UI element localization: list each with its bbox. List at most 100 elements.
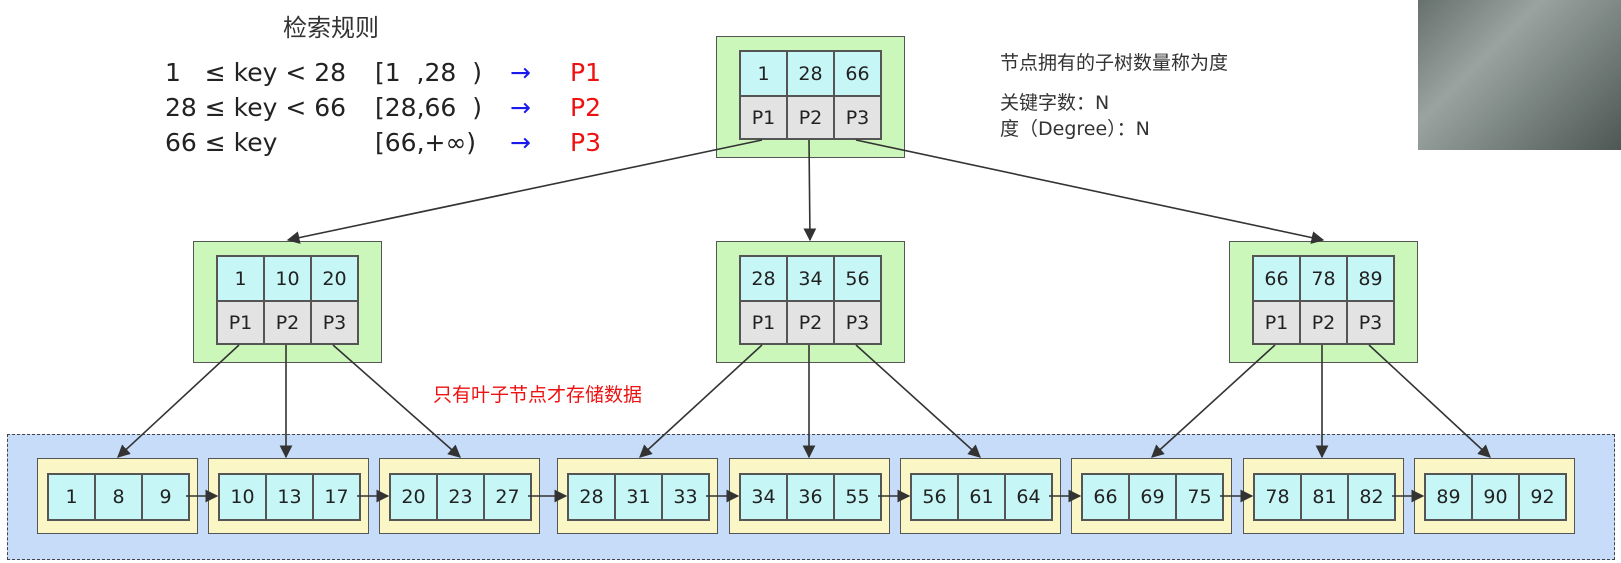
right-arrow-icon: → <box>510 128 531 157</box>
root-edge-arrow <box>855 139 1325 244</box>
leaf-value-cell: 1 <box>48 474 95 520</box>
leaf-value-cell: 90 <box>1472 474 1519 520</box>
rule-expr: 28 ≤ key < 66 <box>165 93 347 122</box>
leaf-value-cell: 69 <box>1129 474 1176 520</box>
pointer-cell: P2 <box>1300 301 1347 344</box>
leaf-value-cell: 10 <box>219 474 266 520</box>
leaf-value-cell: 23 <box>437 474 484 520</box>
leaf-value-cell: 8 <box>95 474 142 520</box>
key-cell: 28 <box>740 256 787 301</box>
key-cell: 66 <box>1253 256 1300 301</box>
leaf-value-cell: 27 <box>484 474 531 520</box>
child-edge-arrow <box>332 344 461 458</box>
leaf-value-cell: 78 <box>1254 474 1301 520</box>
leaf-value-cell: 92 <box>1519 474 1566 520</box>
rule-expr: 66 ≤ key <box>165 128 278 157</box>
key-cell: 89 <box>1347 256 1394 301</box>
pointer-cell: P1 <box>740 96 787 139</box>
rule-range: [28,66 ) <box>375 93 482 122</box>
pointer-cell: P2 <box>787 96 834 139</box>
leaf-value-cell: 28 <box>568 474 615 520</box>
leaf-value-cell: 75 <box>1176 474 1223 520</box>
pointer-cell: P3 <box>311 301 358 344</box>
right-arrow-icon: → <box>510 58 531 87</box>
rule-pointer: P1 <box>570 58 601 87</box>
leaf-value-cell: 66 <box>1082 474 1129 520</box>
child-edge-arrow <box>855 344 981 458</box>
leaf-value-cell: 55 <box>834 474 881 520</box>
child-edge-arrow <box>639 344 763 458</box>
leaf-value-cell: 81 <box>1301 474 1348 520</box>
pointer-cell: P3 <box>834 96 881 139</box>
rule-range: [66,+∞) <box>375 128 477 157</box>
degree-definition: 节点拥有的子树数量称为度 <box>1000 52 1229 74</box>
leaf-value-cell: 31 <box>615 474 662 520</box>
leaf-value-cell: 36 <box>787 474 834 520</box>
leaf-value-cell: 34 <box>740 474 787 520</box>
key-cell: 1 <box>217 256 264 301</box>
root-edge-arrow <box>286 139 763 244</box>
leaf-value-cell: 61 <box>958 474 1005 520</box>
key-count-note: 关键字数：N <box>1000 92 1110 114</box>
rules-title: 检索规则 <box>283 14 379 42</box>
key-cell: 1 <box>740 51 787 96</box>
leaf-value-cell: 9 <box>142 474 189 520</box>
root-edge-arrow <box>803 139 817 242</box>
key-cell: 10 <box>264 256 311 301</box>
rule-pointer: P2 <box>570 93 601 122</box>
rule-pointer: P3 <box>570 128 601 157</box>
child-edge-arrow <box>1151 344 1276 458</box>
key-cell: 78 <box>1300 256 1347 301</box>
rule-expr: 1 ≤ key < 28 <box>165 58 347 87</box>
rule-range: [1 ,28 ) <box>375 58 482 87</box>
pointer-cell: P3 <box>834 301 881 344</box>
leaf-value-cell: 33 <box>662 474 709 520</box>
pointer-cell: P3 <box>1347 301 1394 344</box>
leaf-value-cell: 17 <box>313 474 360 520</box>
degree-note: 度（Degree）：N <box>1000 118 1150 140</box>
leaf-value-cell: 89 <box>1425 474 1472 520</box>
pointer-cell: P1 <box>217 301 264 344</box>
child-edge-arrow <box>117 344 240 458</box>
leaf-value-cell: 20 <box>390 474 437 520</box>
leaf-value-cell: 13 <box>266 474 313 520</box>
pointer-cell: P1 <box>1253 301 1300 344</box>
pointer-cell: P2 <box>264 301 311 344</box>
leaf-note: 只有叶子节点才存储数据 <box>433 384 643 406</box>
key-cell: 56 <box>834 256 881 301</box>
pointer-cell: P2 <box>787 301 834 344</box>
right-arrow-icon: → <box>510 93 531 122</box>
leaf-value-cell: 64 <box>1005 474 1052 520</box>
key-cell: 28 <box>787 51 834 96</box>
leaf-value-cell: 82 <box>1348 474 1395 520</box>
key-cell: 20 <box>311 256 358 301</box>
key-cell: 34 <box>787 256 834 301</box>
child-edge-arrow <box>1368 344 1491 458</box>
leaf-value-cell: 56 <box>911 474 958 520</box>
